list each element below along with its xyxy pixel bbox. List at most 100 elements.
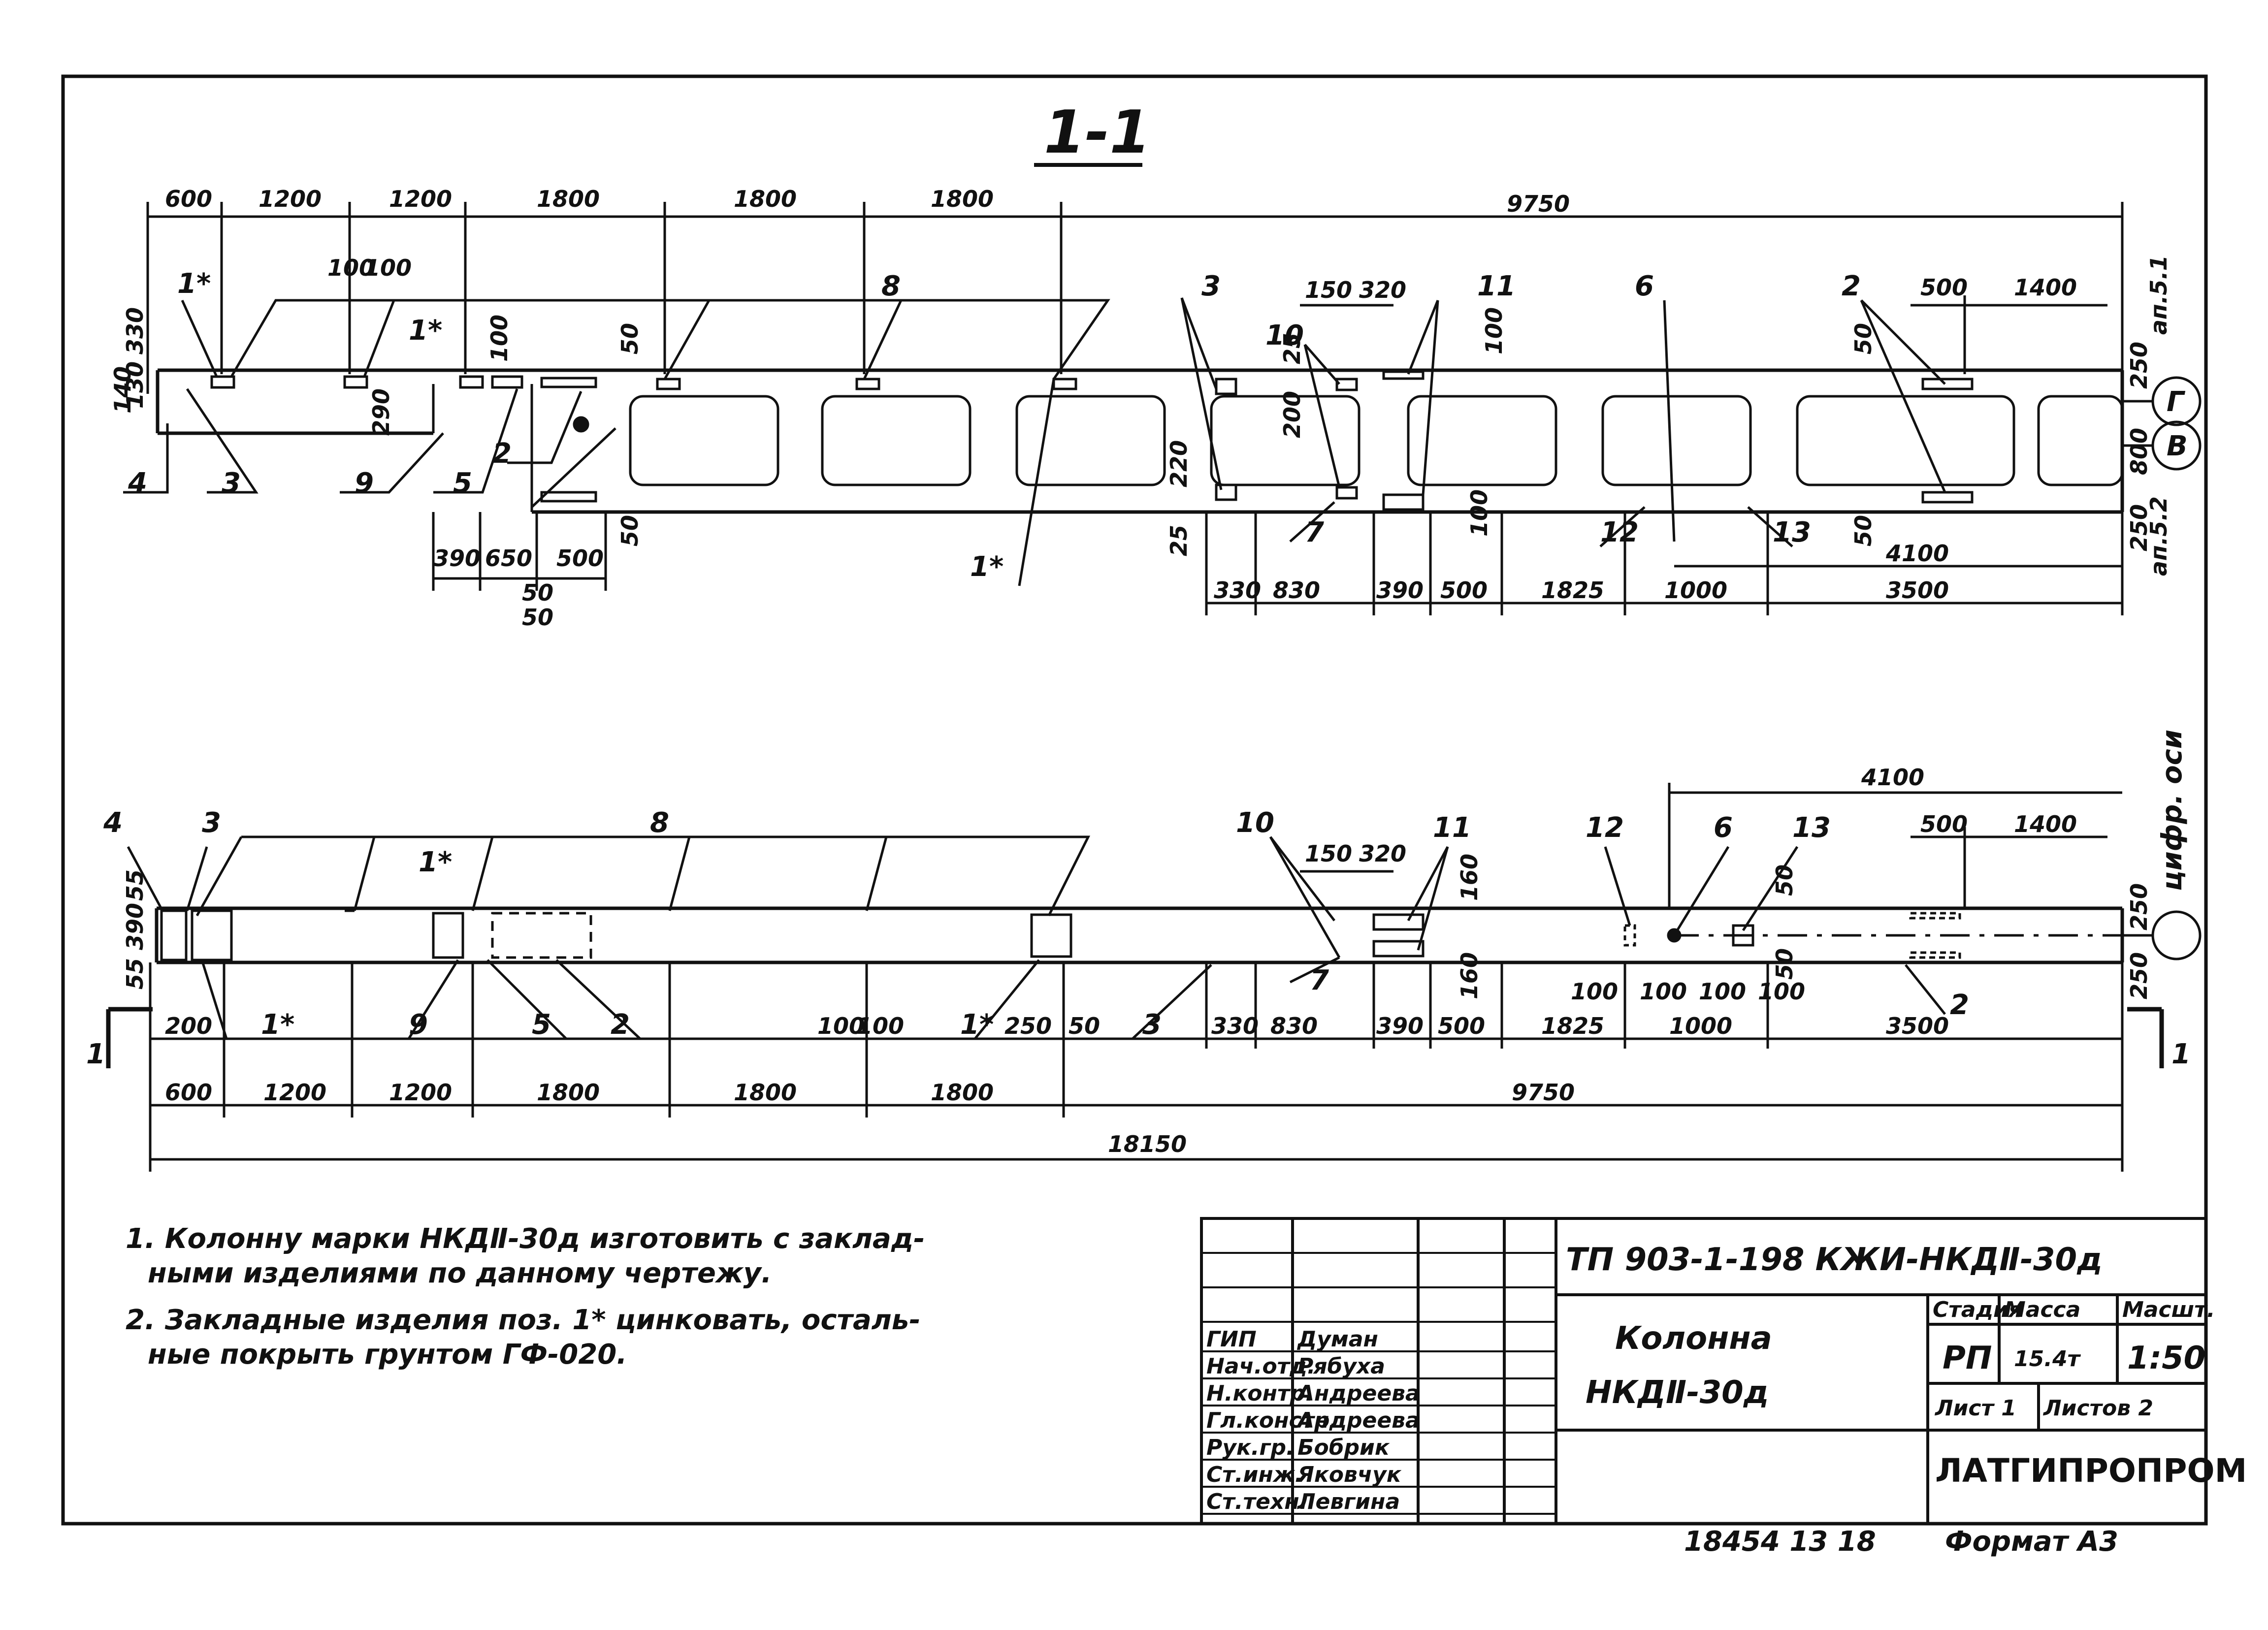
svg-text:3500: 3500	[1886, 577, 1949, 604]
svg-text:РП: РП	[1943, 1340, 1992, 1376]
svg-text:600: 600	[165, 1079, 212, 1106]
svg-text:1*: 1*	[419, 846, 452, 878]
svg-text:8: 8	[881, 270, 901, 302]
svg-text:ГИП: ГИП	[1206, 1327, 1257, 1352]
organization: ЛАТГИПРОПРОМ	[1935, 1452, 2247, 1490]
drawing-frame	[61, 74, 2208, 1526]
svg-text:6: 6	[1714, 812, 1733, 844]
svg-text:390: 390	[122, 903, 148, 950]
svg-text:Н.контр.: Н.контр.	[1206, 1381, 1314, 1406]
svg-text:100: 100	[1758, 978, 1805, 1005]
svg-text:2. Закладные изделия поз. 1* ц: 2. Закладные изделия поз. 1* цинковать, …	[126, 1304, 920, 1336]
svg-text:50: 50	[522, 604, 553, 631]
svg-text:Масшт.: Масшт.	[2122, 1297, 2215, 1322]
svg-text:100: 100	[1466, 489, 1492, 537]
top-small-dims: 100 100 100 290 50 25 200 220 25 50 50 1…	[327, 255, 1877, 631]
svg-text:13: 13	[1792, 812, 1831, 844]
svg-text:9750: 9750	[1507, 191, 1570, 217]
svg-text:200: 200	[165, 1013, 212, 1039]
svg-text:600: 600	[165, 186, 212, 212]
svg-text:50: 50	[1850, 515, 1877, 546]
svg-text:500: 500	[1920, 811, 1968, 837]
svg-text:5: 5	[453, 467, 472, 499]
svg-text:50: 50	[616, 323, 643, 354]
svg-text:250: 250	[2126, 952, 2152, 999]
svg-text:12: 12	[1600, 516, 1639, 548]
svg-text:55: 55	[122, 869, 148, 901]
svg-text:100: 100	[817, 1013, 865, 1039]
svg-text:Стадия: Стадия	[1933, 1297, 2022, 1322]
svg-text:250: 250	[2126, 504, 2152, 551]
svg-text:5: 5	[532, 1009, 551, 1041]
svg-text:1825: 1825	[1541, 1013, 1604, 1039]
svg-text:3: 3	[1201, 270, 1221, 302]
svg-text:Андреева: Андреева	[1296, 1408, 1420, 1433]
svg-text:500: 500	[556, 545, 604, 572]
svg-text:25: 25	[1279, 333, 1305, 364]
svg-text:390: 390	[1376, 577, 1424, 604]
svg-text:1000: 1000	[1669, 1013, 1732, 1039]
svg-text:500: 500	[1440, 577, 1488, 604]
svg-text:50: 50	[616, 515, 643, 546]
svg-text:4100: 4100	[1861, 764, 1924, 791]
svg-text:390: 390	[433, 545, 481, 572]
svg-text:10: 10	[1265, 320, 1304, 352]
svg-text:4: 4	[103, 807, 123, 839]
section-mark-right: 1	[2171, 1038, 2191, 1070]
svg-text:3500: 3500	[1886, 1013, 1949, 1039]
svg-text:330: 330	[122, 307, 148, 354]
item-name-line1: Колонна	[1615, 1320, 1772, 1357]
svg-text:1800: 1800	[931, 1079, 994, 1106]
svg-text:50: 50	[1771, 948, 1798, 980]
svg-text:Андреева: Андреева	[1296, 1381, 1420, 1406]
svg-text:800: 800	[2126, 428, 2152, 475]
svg-text:2: 2	[492, 438, 512, 470]
dim-500: 500	[1920, 274, 1968, 301]
title-block	[1200, 1217, 2207, 1525]
bottom-dims-bottom: 600 1200 1200 1800 1800 1800 9750 18150	[165, 1079, 1575, 1157]
svg-text:Рук.гр.: Рук.гр.	[1206, 1435, 1295, 1460]
svg-text:50: 50	[1069, 1013, 1100, 1039]
svg-text:160: 160	[1456, 854, 1483, 901]
svg-text:6: 6	[1635, 270, 1654, 302]
svg-text:1200: 1200	[259, 186, 322, 212]
svg-text:4100: 4100	[1885, 540, 1949, 567]
signatures-roles: ГИП Нач.отд. Н.контр. Гл.констр. Рук.гр.…	[1206, 1327, 1338, 1514]
svg-text:3: 3	[202, 807, 221, 839]
svg-text:Бобрик: Бобрик	[1297, 1435, 1390, 1460]
dim-1400: 1400	[2014, 274, 2077, 301]
svg-text:цифр. оси: цифр. оси	[2156, 730, 2188, 891]
svg-text:ап.5.2: ап.5.2	[2145, 496, 2172, 576]
svg-text:200: 200	[1279, 391, 1305, 438]
svg-text:Ст.техн.: Ст.техн.	[1206, 1489, 1307, 1514]
svg-text:100: 100	[1640, 978, 1687, 1005]
svg-text:1200: 1200	[389, 186, 452, 212]
svg-text:250: 250	[1004, 1013, 1052, 1039]
svg-text:500: 500	[1438, 1013, 1485, 1039]
svg-text:100: 100	[486, 315, 513, 362]
svg-text:1200: 1200	[263, 1079, 326, 1106]
svg-text:320: 320	[1359, 840, 1406, 867]
item-name-line2: НКДⅡ-30д	[1586, 1374, 1769, 1411]
svg-text:1800: 1800	[537, 1079, 600, 1106]
svg-text:15.4т: 15.4т	[2014, 1346, 2081, 1372]
svg-text:3: 3	[222, 467, 241, 499]
svg-text:100: 100	[1699, 978, 1746, 1005]
svg-text:9: 9	[409, 1009, 428, 1041]
svg-text:50: 50	[1771, 864, 1798, 896]
axis-mark-v: В	[2167, 430, 2188, 462]
svg-text:2: 2	[1842, 270, 1861, 302]
top-right-vert: 250 800 250 ап.5.1 ап.5.2	[2126, 255, 2172, 576]
svg-text:9750: 9750	[1512, 1079, 1575, 1106]
svg-text:11: 11	[1433, 812, 1471, 844]
svg-text:Яковчук: Яковчук	[1297, 1462, 1402, 1487]
svg-text:330: 330	[1214, 577, 1261, 604]
top-callouts: 1* 1* 1* 2 2 3 3 4 5 6 7 8 9 10 11 12 13	[128, 268, 1861, 583]
svg-text:12: 12	[1586, 812, 1624, 844]
svg-text:10: 10	[1236, 807, 1274, 839]
svg-text:1*: 1*	[261, 1009, 294, 1041]
top-dims-left-bottom: 390 650 500 50	[433, 545, 604, 606]
bottom-small-row: 100 100 100 100	[1571, 978, 1805, 1005]
svg-text:2: 2	[1950, 989, 1969, 1021]
